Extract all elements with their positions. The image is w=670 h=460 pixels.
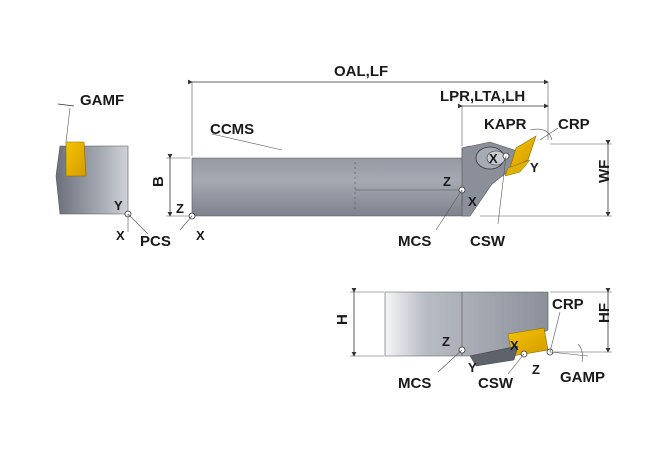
mcs-label-bottom: MCS <box>398 375 431 392</box>
insert-top <box>509 135 537 169</box>
crp-leader-top <box>539 127 559 141</box>
hf-label: HF <box>596 303 613 323</box>
end-view-insert <box>65 141 87 177</box>
b-label: B <box>150 176 167 187</box>
gamp-label: GAMP <box>560 369 605 386</box>
front-view-underside <box>469 345 519 367</box>
csw-label-bottom: CSW <box>478 375 514 392</box>
pcs-leader-side <box>179 215 193 231</box>
oal-lf-label: OAL,LF <box>334 63 388 80</box>
pcs-label: PCS <box>140 233 171 250</box>
side-view <box>179 135 537 231</box>
crp-label-top: CRP <box>558 116 590 133</box>
x-axis-label-head: X <box>468 194 477 209</box>
y-axis-label-left: Y <box>114 198 123 213</box>
z-axis-label-head: Z <box>443 174 451 189</box>
csw-leader-top <box>497 155 507 225</box>
kapr-label: KAPR <box>484 116 527 133</box>
z-axis-label-left: Z <box>176 201 184 216</box>
csw-leader-bottom <box>507 353 525 375</box>
kapr-arc <box>529 128 553 141</box>
pcs-leader-left <box>127 213 149 235</box>
insert-edge <box>504 159 531 177</box>
x-axis-label-circle: X <box>489 151 498 166</box>
crp-label-bottom: CRP <box>552 296 584 313</box>
mcs-leader-bottom <box>437 349 463 373</box>
gamf-extension <box>65 107 71 143</box>
x-axis-label-left2: X <box>196 228 205 243</box>
mcs-leader-top <box>435 189 463 231</box>
z-axis-label-bottom2: Z <box>532 362 540 377</box>
front-view <box>384 291 554 375</box>
y-axis-label-head: Y <box>530 160 539 175</box>
end-view <box>55 103 149 235</box>
ccms-leader <box>211 133 283 151</box>
z-axis-label-bottom: Z <box>442 334 450 349</box>
crp-leader-bottom <box>549 311 561 353</box>
lpr-lta-lh-label: LPR,LTA,LH <box>440 88 525 105</box>
mcs-label-top: MCS <box>398 233 431 250</box>
shank-body <box>191 145 471 217</box>
h-label: H <box>334 314 351 325</box>
wf-label: WF <box>596 160 613 183</box>
y-axis-label-bottom: Y <box>468 360 477 375</box>
csw-label-top: CSW <box>470 233 506 250</box>
gamf-label: GAMF <box>80 92 124 109</box>
ccms-label: CCMS <box>210 121 254 138</box>
gamf-arrow <box>57 103 75 107</box>
x-axis-label-left: X <box>116 228 125 243</box>
gamp-arc <box>577 343 583 363</box>
x-axis-label-bottom: X <box>510 338 519 353</box>
gamp-reference <box>549 351 589 357</box>
